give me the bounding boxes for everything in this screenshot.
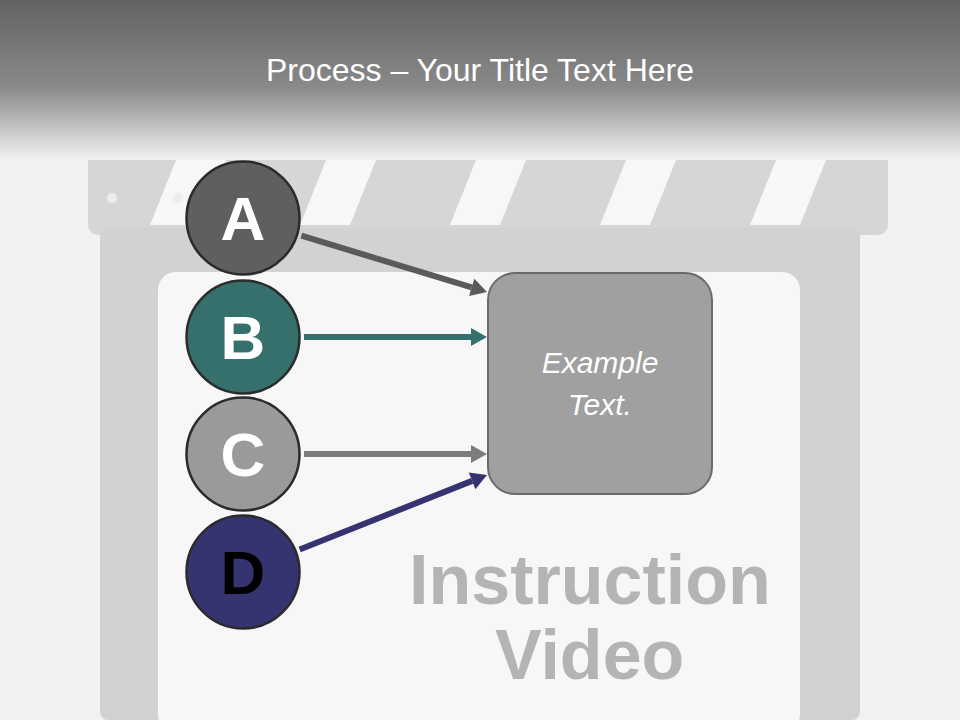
watermark-text: Video (495, 620, 684, 690)
arrow-connector (304, 328, 487, 346)
step-letter: A (221, 183, 266, 254)
letter-circle: A (185, 160, 301, 276)
process-box: Example Text. (487, 272, 713, 495)
letter-circle: D (185, 514, 301, 630)
letter-circle: B (185, 279, 301, 395)
step-letter: C (221, 419, 266, 490)
letter-circle: C (185, 396, 301, 512)
step-letter: D (221, 537, 266, 608)
slide-title: Process – Your Title Text Here (0, 52, 960, 89)
arrow-connector (300, 473, 487, 550)
watermark-text: Instruction (409, 545, 771, 615)
box-text: Example Text. (511, 342, 689, 426)
arrow-connector (301, 236, 487, 296)
step-letter: B (221, 302, 266, 373)
arrow-connector (304, 445, 487, 463)
